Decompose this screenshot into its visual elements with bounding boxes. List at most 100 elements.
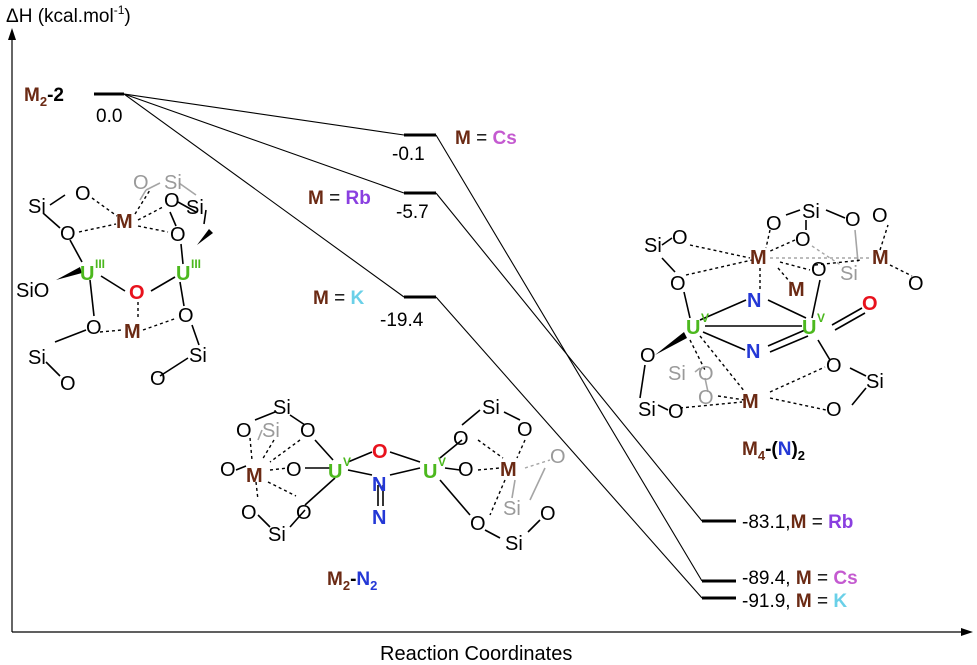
svg-text:M: M [872,247,889,269]
svg-text:U: U [686,317,700,339]
svg-text:O: O [60,223,76,245]
y-axis-label: ΔH (kcal.mol-1) [6,3,131,27]
svg-text:O: O [170,224,186,246]
svg-text:Si: Si [638,399,656,421]
svg-text:Si: Si [644,235,662,257]
y-axis-arrow-icon [8,28,16,40]
svg-text:U: U [176,263,190,285]
svg-text:Si: Si [189,345,207,367]
svg-text:O: O [872,205,888,227]
rb-product-label: -83.1,M = Rb [742,512,853,533]
svg-text:O: O [826,399,842,421]
svg-text:Si: Si [802,201,820,223]
svg-text:O: O [178,305,194,327]
svg-text:O: O [672,227,688,249]
svg-text:O: O [811,259,827,281]
svg-text:Si: Si [668,363,686,385]
svg-text:O: O [296,502,312,524]
svg-text:O: O [453,428,469,450]
svg-text:Si: Si [840,263,858,285]
svg-text:Si: Si [164,172,182,194]
svg-text:U: U [802,317,816,339]
m2-n2-label: M2-N2 [327,569,377,593]
svg-text:SiO: SiO [16,280,49,302]
x-axis-label: Reaction Coordinates [380,643,572,665]
svg-text:O: O [458,459,474,481]
svg-text:N: N [747,290,761,312]
svg-text:O: O [640,345,656,367]
svg-text:M: M [246,465,263,487]
svg-text:O: O [795,229,811,251]
svg-text:Si: Si [505,533,523,555]
rb-intermediate-label: M = Rb [308,188,371,209]
svg-text:O: O [845,209,861,231]
svg-text:Si: Si [268,524,286,546]
svg-text:O: O [668,401,684,423]
x-axis-arrow-icon [961,628,973,636]
svg-text:M: M [500,459,517,481]
svg-text:O: O [129,282,145,304]
svg-text:Si: Si [503,498,521,520]
svg-text:O: O [60,373,76,395]
svg-text:M: M [742,391,759,413]
svg-text:O: O [540,503,556,525]
svg-text:O: O [150,368,166,390]
svg-text:M: M [124,321,141,343]
svg-text:III: III [95,257,105,271]
svg-text:Si: Si [186,197,204,219]
cs-intermediate-label: M = Cs [455,128,517,149]
svg-text:O: O [86,317,102,339]
svg-text:N: N [746,341,760,363]
k-intermediate-value: -19.4 [380,310,424,331]
svg-text:O: O [766,213,782,235]
svg-text:U: U [80,263,94,285]
svg-text:V: V [343,455,351,469]
svg-text:O: O [164,190,180,212]
svg-text:M: M [750,247,767,269]
svg-text:N: N [372,474,386,496]
svg-text:Si: Si [482,397,500,419]
svg-text:O: O [75,183,91,205]
k-intermediate-label: M = K [313,288,364,309]
energy-levels [94,92,736,600]
svg-text:V: V [817,311,825,325]
svg-text:V: V [701,311,709,325]
svg-text:U: U [328,461,342,483]
svg-text:O: O [470,513,486,535]
svg-text:Si: Si [262,420,280,442]
svg-text:M: M [116,211,133,233]
svg-text:O: O [372,441,388,463]
k-product-label: -91.9, M = K [742,591,847,612]
svg-text:Si: Si [866,371,884,393]
reaction-paths [123,93,703,599]
m4-n2-label: M4-(N)2 [742,439,805,463]
svg-text:V: V [438,455,446,469]
svg-text:III: III [191,257,201,271]
svg-text:Si: Si [28,347,46,369]
svg-text:Si: Si [273,397,291,419]
svg-text:O: O [698,363,714,385]
svg-text:O: O [908,273,924,295]
structure-m2-n2: Si O Si O O M O U V O N N U V O M O O Si… [220,397,566,555]
svg-text:O: O [300,420,316,442]
start-energy-value: 0.0 [96,106,122,127]
svg-text:O: O [698,387,714,409]
svg-text:O: O [670,273,686,295]
svg-text:U: U [423,461,437,483]
svg-text:O: O [862,293,878,315]
svg-text:O: O [517,419,533,441]
svg-text:M: M [788,279,805,301]
rb-intermediate-value: -5.7 [396,202,429,223]
svg-text:O: O [286,459,302,481]
svg-text:O: O [236,420,252,442]
structure-m4-n2: Si O O O O Si O M M Si O O O M N O U V U… [638,201,924,423]
axes [8,28,973,636]
start-species-label: M2-2 [24,85,64,109]
structure-m2-2: Si O O Si Si O M O O U III O U III SiO O… [16,172,213,395]
cs-intermediate-value: -0.1 [392,144,425,165]
svg-text:O: O [241,502,257,524]
svg-text:O: O [133,172,149,194]
svg-text:N: N [372,507,386,529]
svg-text:O: O [220,459,236,481]
